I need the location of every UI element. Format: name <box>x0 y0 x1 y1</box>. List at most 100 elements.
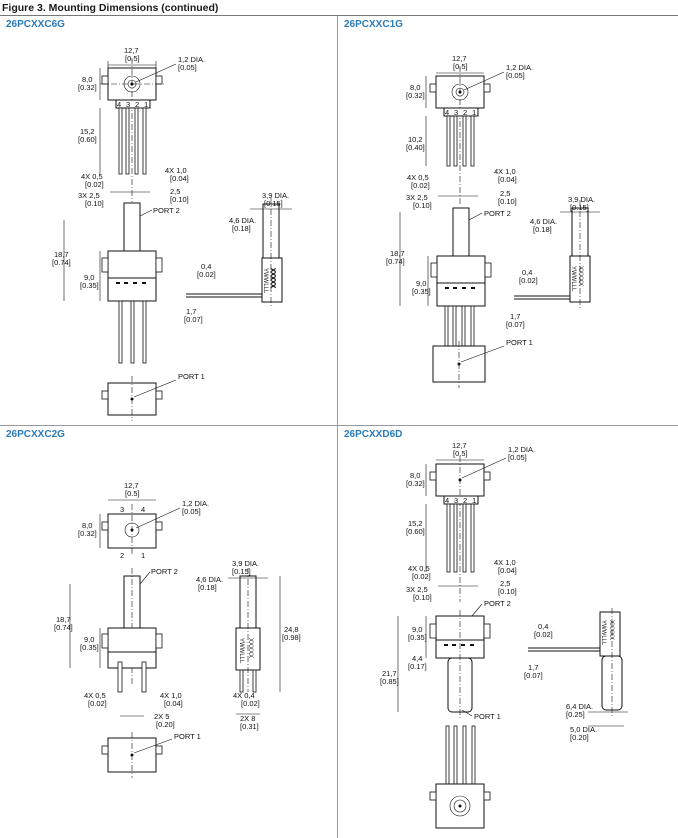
dim-text: 9,0 <box>412 625 422 634</box>
dim-text: [0.02] <box>88 699 107 708</box>
tab <box>155 257 163 273</box>
leader <box>461 709 473 717</box>
lead-frame <box>115 99 151 109</box>
mark <box>453 287 457 289</box>
dim-text: [0.04] <box>498 175 517 184</box>
mark <box>444 644 448 646</box>
front-body <box>107 250 157 302</box>
tab <box>483 791 491 801</box>
port-label: PORT 2 <box>484 599 511 608</box>
lead <box>142 300 147 364</box>
leader <box>139 209 153 217</box>
mark <box>445 287 449 289</box>
tab <box>483 83 491 93</box>
dim-text: [0.10] <box>498 587 517 596</box>
dim-text: 3X 2,5 <box>78 191 100 200</box>
port-label: PORT 1 <box>474 712 501 721</box>
drawing-26pcxxc6g: 12,7 [0.5] 1,2 DIA. [0.05] 8,0 [0.32] 4 … <box>52 46 292 421</box>
dim-text: [0.74] <box>54 623 73 632</box>
marking2: YWWLLL <box>238 638 244 664</box>
leader <box>135 507 181 529</box>
tab <box>429 791 437 801</box>
dim-text: 3X 2,5 <box>406 193 428 202</box>
leader <box>139 571 151 585</box>
tab <box>101 521 109 531</box>
dim-text: 4X 0,5 <box>84 691 106 700</box>
dim-text: 4X 1,0 <box>160 691 182 700</box>
panel-title: 26PCXXC6G <box>6 19 65 30</box>
tab <box>101 390 109 400</box>
dim-text: 0,4 <box>201 262 211 271</box>
dim-text: 18,7 <box>56 615 71 624</box>
leader <box>133 738 173 754</box>
tab <box>155 745 163 755</box>
dim-text: [0.74] <box>386 257 405 266</box>
dim-text: 2,5 <box>500 189 510 198</box>
mark <box>471 287 475 289</box>
dim-text: [0.35] <box>412 287 431 296</box>
mark <box>116 282 120 284</box>
dim-text: 9,0 <box>84 635 94 644</box>
leader <box>463 71 505 91</box>
dim-text: 9,0 <box>84 273 94 282</box>
dim-text: 1,7 <box>186 307 196 316</box>
dim-text: [0.04] <box>170 174 189 183</box>
port-label: PORT 1 <box>174 732 201 741</box>
dim-text: 1,7 <box>510 312 520 321</box>
lead <box>470 115 475 167</box>
port-label: PORT 1 <box>506 338 533 347</box>
marking: XXXXX <box>577 266 583 286</box>
dim-text: 8,0 <box>82 521 92 530</box>
mark <box>452 644 456 646</box>
lead <box>444 305 449 347</box>
pin-label: 2 <box>463 108 467 117</box>
port-label: PORT 2 <box>484 209 511 218</box>
tab <box>429 471 437 481</box>
panel-26pcxxc6g: 26PCXXC6G 12,7 [0.5] 1,2 DIA. [0.05] 8,0… <box>0 16 338 426</box>
pin-label: 1 <box>141 551 145 560</box>
lead <box>134 107 139 175</box>
dim-text: [0.35] <box>408 633 427 642</box>
lead <box>453 725 458 785</box>
dim-text: 12,7 <box>124 481 139 490</box>
dim-text: [0.07] <box>184 315 203 324</box>
lead <box>118 300 123 364</box>
mark <box>133 282 137 284</box>
dim-text: [0.02] <box>412 572 431 581</box>
dim-text: 5,0 DIA. <box>570 725 597 734</box>
port-circle <box>449 795 471 817</box>
lead <box>446 503 451 573</box>
port-label: PORT 2 <box>153 206 180 215</box>
dim-text: [0.07] <box>524 671 543 680</box>
dim-text: 21,7 <box>382 669 397 678</box>
pin-label: 1 <box>472 108 476 117</box>
dim-text: 10,2 <box>408 135 423 144</box>
dim-text: [0.15] <box>232 567 251 576</box>
dim-text: [0.5] <box>453 449 468 458</box>
dim-text: [0.5] <box>125 489 140 498</box>
panel-title: 26PCXXC1G <box>344 19 403 30</box>
dim-text: 9,0 <box>416 279 426 288</box>
lead <box>470 503 475 573</box>
pin-label: 2 <box>135 100 139 109</box>
dim-text: [0.25] <box>566 710 585 719</box>
pin-label: 2 <box>120 551 124 560</box>
dim-text: 3X 2,5 <box>406 585 428 594</box>
tab <box>483 623 491 639</box>
marking: XXXXX <box>608 620 614 640</box>
dim-text: [0.32] <box>406 91 425 100</box>
lead <box>141 661 147 693</box>
dim-text: [0.40] <box>406 143 425 152</box>
dim-text: [0.35] <box>80 643 99 652</box>
dim-text: 1,2 DIA. <box>182 499 209 508</box>
lead <box>462 115 467 167</box>
dim-text: [0.5] <box>125 54 140 63</box>
dim-text: [0.10] <box>170 195 189 204</box>
dim-text: 4X 0,5 <box>407 173 429 182</box>
panel-26pcxxc2g: 26PCXXC2G 12,7 [0.5] 3 4 2 1 1,2 DIA. [0… <box>0 426 338 838</box>
dim-text: [0.60] <box>406 527 425 536</box>
port-label: PORT 1 <box>178 372 205 381</box>
dim-text: [0.32] <box>78 83 97 92</box>
dim-text: [0.85] <box>380 677 399 686</box>
dim-text: 12,7 <box>124 46 139 55</box>
